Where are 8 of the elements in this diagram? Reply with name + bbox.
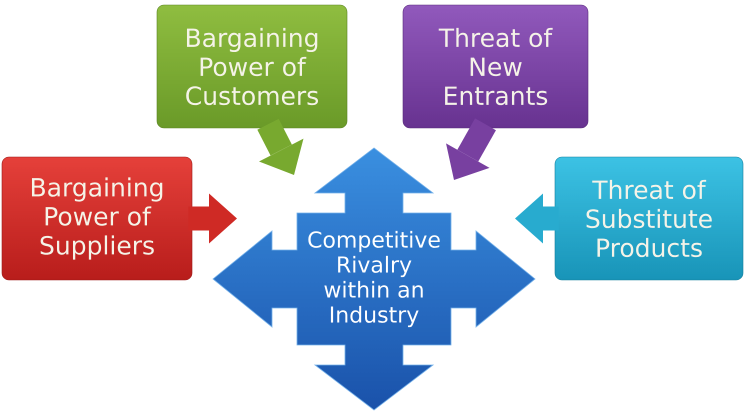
rounded-box: Bargaining Power of Suppliers — [2, 156, 192, 280]
block-arrow — [188, 194, 237, 244]
block-arrow — [446, 118, 496, 180]
rounded-box: Threat of New Entrants — [402, 4, 588, 128]
block-arrow — [515, 194, 559, 244]
rounded-box: Threat of Substitute Products — [554, 156, 744, 280]
rounded-box: Bargaining Power of Customers — [156, 4, 348, 128]
block-arrow — [257, 118, 304, 175]
